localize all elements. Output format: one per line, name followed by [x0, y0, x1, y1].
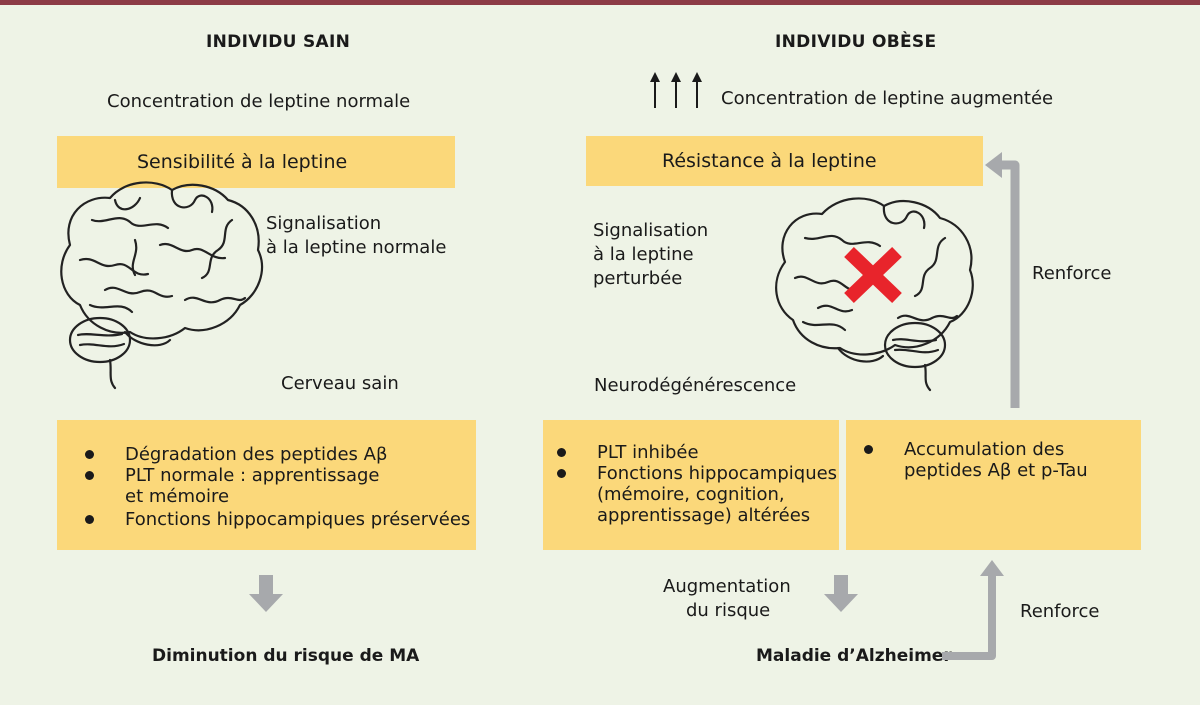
risk-increase-line2: du risque — [686, 600, 771, 621]
resistance-label: Résistance à la leptine — [662, 150, 877, 172]
left-title: INDIVIDU SAIN — [206, 32, 351, 52]
right-title: INDIVIDU OBÈSE — [775, 32, 937, 52]
left-signaling-line1: Signalisation — [266, 213, 382, 234]
right-outcome: Maladie d’Alzheimer — [756, 646, 952, 666]
bullet-item: Fonctions hippocampiques préservées — [85, 509, 470, 530]
bullet-dot — [85, 450, 94, 459]
sensitivity-label: Sensibilité à la leptine — [137, 151, 348, 173]
healthy-effects-list: Dégradation des peptides Aβ PLT normale … — [85, 444, 470, 530]
bullet-text: PLT inhibée — [597, 442, 699, 463]
top-bar — [0, 0, 1200, 5]
bullet-text: Accumulation des peptides Aβ et p-Tau — [904, 439, 1088, 481]
resistance-box: Résistance à la leptine — [586, 136, 983, 186]
right-signaling-line2: à la leptine — [593, 244, 694, 265]
right-signaling-line1: Signalisation — [593, 220, 709, 241]
bullet-text: Fonctions hippocampiques préservées — [125, 509, 471, 530]
left-down-arrow-icon — [249, 575, 283, 612]
left-signaling-line2: à la leptine normale — [266, 237, 447, 258]
reinforce-bottom-arrow-icon — [942, 560, 1004, 660]
healthy-brain-caption: Cerveau sain — [281, 373, 399, 394]
left-concentration-text: Concentration de leptine normale — [107, 91, 411, 112]
bullet-text: PLT normale : apprentissage et mémoire — [125, 465, 380, 507]
neurodegeneration-caption: Neurodégénérescence — [594, 375, 797, 396]
bullet-dot — [85, 471, 94, 480]
bullet-dot — [85, 515, 94, 524]
bullet-item: Accumulation des peptides Aβ et p-Tau — [864, 439, 1088, 481]
right-signaling-line3: perturbée — [593, 268, 683, 289]
bullet-item: Dégradation des peptides Aβ — [85, 444, 470, 465]
reinforce-top-arrow-icon — [985, 152, 1020, 408]
accumulation-list: Accumulation des peptides Aβ et p-Tau — [864, 439, 1088, 481]
bullet-item: PLT inhibée — [557, 442, 837, 463]
disruption-cross-icon — [844, 246, 902, 304]
reinforce-bottom-label: Renforce — [1020, 601, 1100, 622]
up-arrows-icon — [650, 72, 702, 108]
reinforce-top-label: Renforce — [1032, 263, 1112, 284]
bullet-dot — [557, 448, 566, 457]
bullet-dot — [557, 469, 566, 478]
obese-effects-list: PLT inhibée Fonctions hippocampiques (mé… — [557, 442, 837, 526]
bullet-item: Fonctions hippocampiques (mémoire, cogni… — [557, 463, 837, 526]
healthy-effects-box: Dégradation des peptides Aβ PLT normale … — [57, 420, 476, 550]
bullet-text: Dégradation des peptides Aβ — [125, 444, 388, 465]
sensitivity-box: Sensibilité à la leptine — [57, 136, 455, 188]
bullet-text: Fonctions hippocampiques (mémoire, cogni… — [597, 463, 838, 526]
left-outcome: Diminution du risque de MA — [152, 646, 420, 666]
healthy-brain-icon — [60, 181, 263, 390]
right-down-arrow-icon — [824, 575, 858, 612]
obese-effects-box: PLT inhibée Fonctions hippocampiques (mé… — [543, 420, 839, 550]
bullet-item: PLT normale : apprentissage et mémoire — [85, 465, 470, 507]
accumulation-box: Accumulation des peptides Aβ et p-Tau — [846, 420, 1141, 550]
risk-increase-line1: Augmentation — [663, 576, 791, 597]
obese-brain-icon — [775, 197, 974, 392]
right-concentration-text: Concentration de leptine augmentée — [721, 88, 1054, 109]
bullet-dot — [864, 445, 873, 454]
